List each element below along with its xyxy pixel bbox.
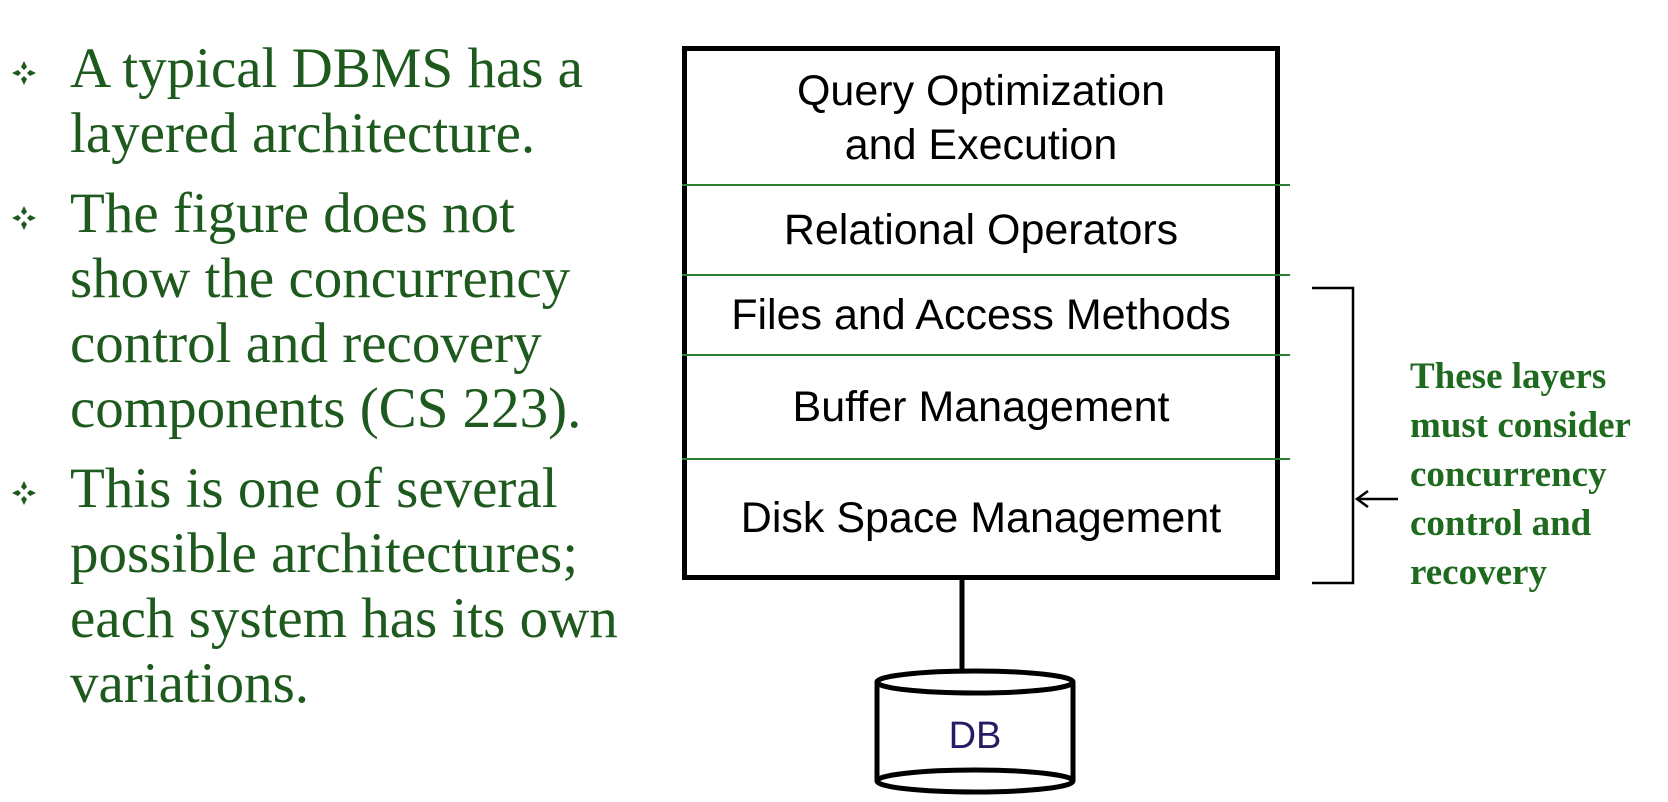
bullet-line: components (CS 223). [70,377,582,440]
layer-divider [682,354,1290,356]
database-cylinder-icon [874,668,1076,795]
bullet-line: each system has its own [70,587,618,650]
layer-divider [682,274,1290,276]
database-label: DB [948,715,1002,757]
layer-relational-operators: Relational Operators [783,206,1179,254]
layer-divider [682,458,1290,460]
bullet-item-2: The figure does not show the concurrency… [0,181,680,441]
bullet-line: show the concurrency [70,247,571,310]
bullet-line: A typical DBMS has a [70,37,583,100]
bullet-line: layered architecture. [70,102,536,165]
bullet-line: This is one of several [70,457,558,520]
bullet-line: possible architectures; [70,522,579,585]
diamond-bullet-icon [12,61,36,85]
left-arrow-icon [1354,489,1398,509]
layer-buffer-management: Buffer Management [792,383,1170,431]
layer-files-access-methods: Files and Access Methods [731,291,1231,339]
bullet-list: A typical DBMS has a layered architectur… [0,36,680,731]
layer-stack: Query Optimization and Execution Relatio… [682,46,1290,580]
layer-query-optimization: Query Optimization and Execution [796,66,1166,169]
bullet-line: control and recovery [70,312,542,375]
diamond-bullet-icon [12,206,36,230]
layer-disk-space-management: Disk Space Management [740,493,1222,542]
layers-bracket [1312,286,1355,585]
bullet-line: The figure does not [70,182,515,245]
bullet-line: variations. [70,652,310,715]
concurrency-recovery-note: These layers must consider concurrency c… [1410,356,1631,593]
layer-divider [682,184,1290,186]
diamond-bullet-icon [12,481,36,505]
bullet-item-3: This is one of several possible architec… [0,456,680,716]
bullet-item-1: A typical DBMS has a layered architectur… [0,36,680,166]
